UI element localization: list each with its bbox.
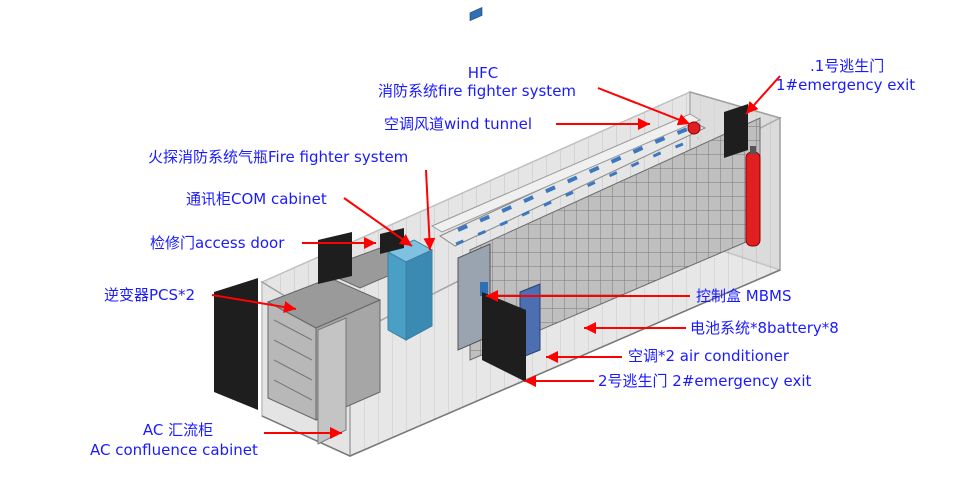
fire-bottle	[745, 146, 761, 247]
label-battery: 电池系统*8battery*8	[690, 319, 839, 337]
label-ac-cabinet-en: AC confluence cabinet	[90, 441, 258, 459]
ac-cabinet	[317, 317, 347, 445]
label-exit2: 2号逃生门 2#emergency exit	[598, 372, 812, 390]
door-panel-mid	[380, 228, 404, 254]
label-mbms: 控制盒 MBMS	[696, 287, 792, 305]
doors	[214, 104, 748, 410]
label-fire-fighter-system: 火探消防系统气瓶Fire fighter system	[148, 148, 409, 166]
label-hfc-title: HFC	[467, 64, 499, 82]
label-exit1-cn: .1号逃生门	[810, 57, 885, 75]
pointer-arrows	[211, 75, 781, 439]
label-hfc-system: 消防系统fire fighter system	[378, 82, 577, 100]
hfc-nozzle	[687, 121, 701, 135]
wind-tunnel-duct	[430, 113, 702, 233]
label-exit1-en: 1#emergency exit	[776, 76, 916, 94]
emergency-exit-2	[482, 292, 526, 382]
arrow-exit1	[745, 75, 781, 115]
label-com-cabinet: 通讯柜COM cabinet	[186, 190, 327, 208]
access-door-left	[214, 278, 258, 410]
access-door-upper	[318, 232, 352, 284]
com-cabinet	[386, 239, 434, 341]
arrow-com-cabinet	[343, 197, 413, 247]
emergency-exit-1	[724, 104, 748, 158]
arrow-fire-fighter	[423, 169, 436, 251]
label-ac-cabinet-cn: AC 汇流柜	[142, 421, 214, 439]
arrow-hfc	[597, 87, 691, 126]
label-pcs: 逆变器PCS*2	[104, 286, 196, 304]
label-air-conditioner: 空调*2 air conditioner	[628, 347, 789, 365]
label-access-door: 检修门access door	[150, 234, 285, 252]
label-wind-tunnel: 空调风道wind tunnel	[384, 115, 533, 133]
arrow-pcs	[211, 294, 297, 313]
